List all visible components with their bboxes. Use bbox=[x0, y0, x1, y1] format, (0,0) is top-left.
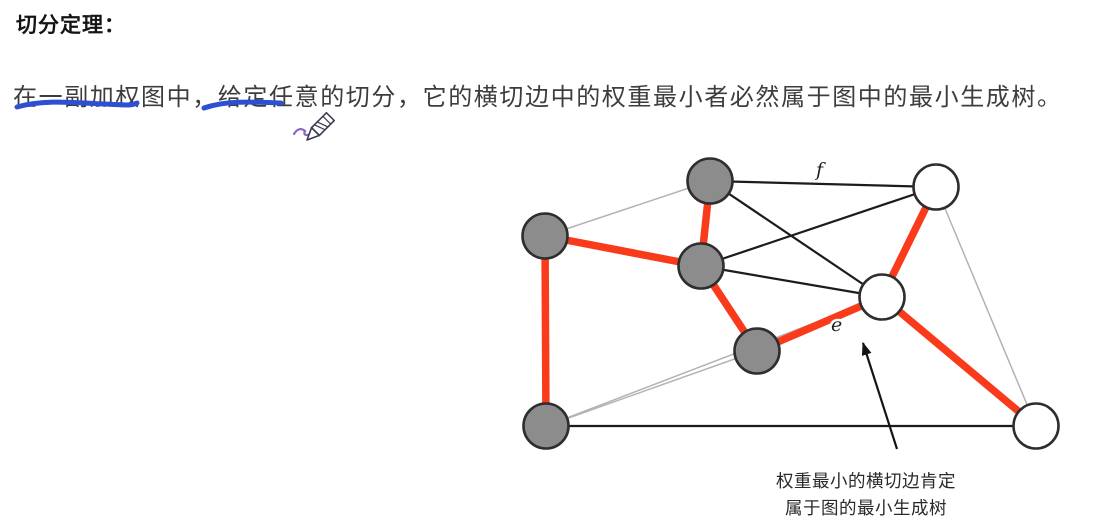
annotation-arrow bbox=[861, 342, 899, 450]
graph-node-n1 bbox=[686, 157, 734, 205]
graph-node-n4 bbox=[677, 242, 725, 290]
theorem-text: 在一副加权图中，给定任意的切分，它的横切边中的权重最小者必然属于图中的最小生成树… bbox=[13, 84, 1063, 111]
graph-edge-n2-n5 bbox=[878, 183, 940, 301]
figure-caption-line1: 权重最小的横切边肯定 bbox=[776, 471, 956, 491]
graph-node-n2 bbox=[912, 163, 960, 211]
graph-edge-n1-n5 bbox=[708, 179, 884, 299]
graph-edge-n7-n5 bbox=[545, 296, 883, 427]
graph-edge-n2-n8 bbox=[935, 186, 1037, 427]
graph-node-n8 bbox=[1012, 402, 1060, 450]
graph-edge-n1-n2 bbox=[708, 179, 938, 189]
edge-label-f: f bbox=[814, 159, 826, 181]
pencil-cursor-icon bbox=[306, 111, 336, 141]
graph-edge-n1-n4 bbox=[697, 177, 714, 270]
graph-node-n6 bbox=[733, 327, 781, 375]
figure-caption-line2: 属于图的最小生成树 bbox=[785, 498, 947, 518]
graph-node-n3 bbox=[521, 212, 569, 260]
graph-edge-n3-n7 bbox=[541, 232, 550, 430]
graph-edge-n4-n5 bbox=[699, 264, 884, 299]
graph-node-n7 bbox=[522, 402, 570, 450]
edge-label-e: e bbox=[831, 314, 842, 336]
graph-edge-n3-n4 bbox=[541, 232, 705, 270]
graph-node-n5 bbox=[858, 273, 906, 321]
graph-edge-n6-n5 bbox=[753, 293, 886, 355]
graph-edge-n7-n6 bbox=[545, 350, 758, 427]
graph-edge-labels-layer: fe bbox=[812, 157, 845, 339]
squiggle-ink bbox=[292, 127, 315, 137]
page-title: 切分定理： bbox=[16, 14, 126, 37]
graph-nodes-layer bbox=[521, 157, 1060, 450]
graph-edge-n5-n8 bbox=[878, 293, 1040, 430]
graph-edge-n4-n6 bbox=[697, 262, 761, 355]
graph-edges-layer bbox=[541, 177, 1040, 430]
graph-edge-n4-n2 bbox=[699, 185, 938, 268]
graph-edge-n3-n1 bbox=[544, 180, 711, 237]
